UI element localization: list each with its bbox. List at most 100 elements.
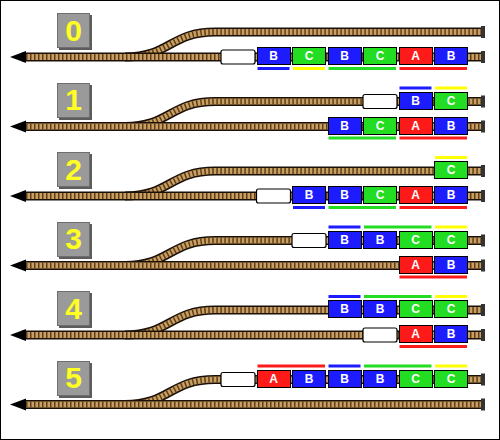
group-bar [329,206,397,209]
buffer-stop [481,260,485,272]
wagon-letter: B [447,189,456,201]
group-bar [364,365,432,368]
direction-arrow [10,121,26,133]
wagon: B [363,231,397,249]
buffer-stop [481,190,485,202]
sleepers [22,402,482,408]
wagon: C [363,47,397,65]
step-number-text: 1 [65,85,82,115]
wagon: B [328,117,362,135]
wagon: B [292,370,326,388]
wagon-letter: B [447,328,456,340]
group-bar [435,226,467,229]
wagon-letter: C [411,234,420,246]
wagon-letter: C [447,373,456,385]
rail [22,402,482,408]
buffer-stop [481,235,485,247]
wagon-letter: B [305,189,314,201]
direction-arrow [10,51,26,63]
wagon-letter: C [376,50,385,62]
wagon-letter: A [411,328,420,340]
step-number-text: 5 [65,363,82,393]
wagon-letter: B [340,373,349,385]
wagon: C [363,186,397,204]
group-bar [400,87,432,90]
group-bar [400,206,468,209]
buffer-stop [481,96,485,108]
group-bar [258,67,290,70]
wagon-letter: C [411,373,420,385]
wagon: C [434,92,468,110]
direction-arrow [10,399,26,411]
wagon: C [292,47,326,65]
step-number: 1 [57,83,90,118]
buffer-stop [481,304,485,316]
wagon-letter: A [411,259,420,271]
wagon-letter: B [447,120,456,132]
locomotive [221,373,255,387]
buffer-stop [481,165,485,177]
wagon: B [292,186,326,204]
wagon-letter: B [447,50,456,62]
wagon: C [399,300,433,318]
wagon: A [399,256,433,274]
wagon-letter: B [340,50,349,62]
wagon-letter: B [269,50,278,62]
wagon-letter: B [411,95,420,107]
wagon-letter: C [447,234,456,246]
wagon: A [399,186,433,204]
wagon-letter: A [269,373,278,385]
wagon-letter: A [411,189,420,201]
direction-arrow [10,329,26,341]
wagon: B [257,47,291,65]
group-bar [329,226,361,229]
wagon-letter: C [376,189,385,201]
wagon: A [257,370,291,388]
step-number: 4 [57,291,90,326]
wagon: C [399,370,433,388]
wagon: C [399,231,433,249]
group-bar [329,67,397,70]
group-bar [435,156,467,159]
wagon-letter: B [305,373,314,385]
group-bar [364,226,432,229]
wagon-letter: B [340,303,349,315]
wagon: B [434,325,468,343]
wagon-letter: B [340,120,349,132]
wagon-letter: B [340,234,349,246]
rail-bed [22,400,482,409]
wagon-letter: B [376,373,385,385]
wagon-letter: C [305,50,314,62]
buffer-stop [481,329,485,341]
wagon-letter: B [376,234,385,246]
group-bar [293,67,325,70]
group-bar [400,137,468,140]
locomotive [257,189,291,203]
buffer-stop [481,399,485,411]
wagon: B [434,117,468,135]
locomotive [363,95,397,109]
buffer-stop [481,374,485,386]
wagon-letter: A [411,50,420,62]
wagon-letter: C [447,164,456,176]
locomotive [221,50,255,64]
group-bar [400,276,468,279]
wagon: C [363,117,397,135]
direction-arrow [10,190,26,202]
direction-arrow [10,260,26,272]
wagon: A [399,47,433,65]
wagon: B [328,300,362,318]
group-bar [435,87,467,90]
step-number: 3 [57,222,90,257]
group-bar [400,67,468,70]
step-number-text: 0 [65,16,82,46]
wagon: A [399,325,433,343]
wagon: B [434,186,468,204]
wagon-letter: B [376,303,385,315]
wagon-letter: B [447,259,456,271]
wagon-letter: A [411,120,420,132]
wagon: C [434,161,468,179]
buffer-stop [481,121,485,133]
